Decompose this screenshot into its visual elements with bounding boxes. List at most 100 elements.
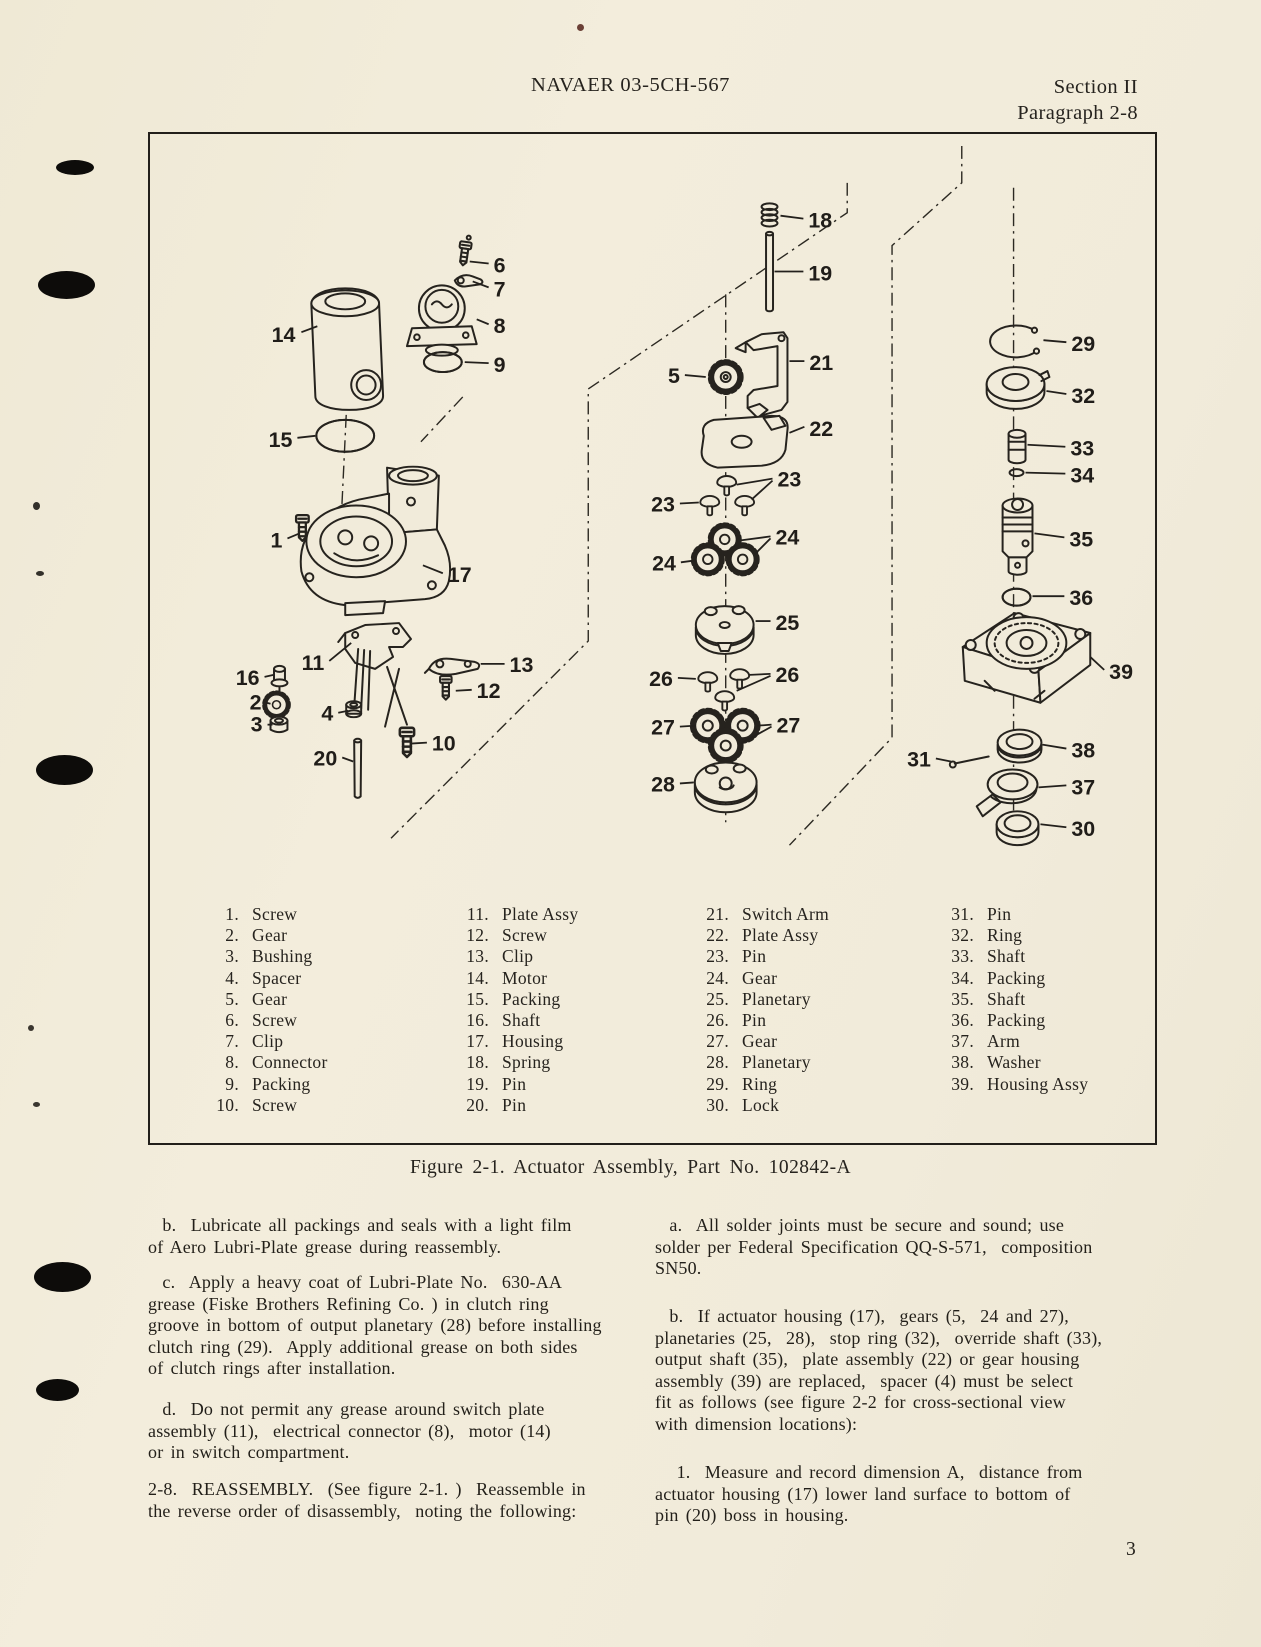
page-number: 3 <box>1126 1539 1136 1560</box>
callout-leader-29 <box>1043 339 1067 344</box>
parts-list-item: 38.Washer <box>951 1052 1041 1073</box>
parts-list-item: 39.Housing Assy <box>951 1073 1089 1094</box>
callout-leader-27 <box>757 723 772 727</box>
parts-list-item: 9.Packing <box>225 1073 311 1094</box>
part-housing-17 <box>299 465 452 617</box>
scan-speck <box>33 1102 40 1107</box>
callout-number-28: 28 <box>651 772 675 796</box>
parts-list-item: 17.Housing <box>466 1031 564 1052</box>
part-connector-8 <box>405 284 478 357</box>
callout-number-15: 15 <box>269 428 293 452</box>
callout-number-25: 25 <box>776 611 800 635</box>
callout-number-10: 10 <box>432 732 456 756</box>
part-lock-30 <box>995 810 1040 847</box>
parts-list-item: 35.Shaft <box>951 988 1026 1009</box>
parts-list-item: 36.Packing <box>951 1009 1046 1030</box>
parts-list-item: 8.Connector <box>225 1052 328 1073</box>
parts-list-item: 6.Screw <box>225 1009 298 1030</box>
part-bushing-3 <box>269 715 289 734</box>
callout-leader-27 <box>679 724 696 728</box>
callout-leader-35 <box>1034 532 1065 539</box>
part-clip-13 <box>423 657 481 676</box>
callout-number-29: 29 <box>1071 332 1095 356</box>
callout-leader-22 <box>789 426 805 434</box>
punch-mark <box>34 1262 91 1292</box>
parts-list-item: 15.Packing <box>466 988 561 1009</box>
callout-number-27: 27 <box>651 716 675 740</box>
part-housing-assy-39 <box>961 612 1092 704</box>
parts-list-item: 2.Gear <box>225 925 288 946</box>
paragraph-c-grease: c. Apply a heavy coat of Lubri-Plate No.… <box>148 1272 602 1378</box>
callout-number-35: 35 <box>1069 527 1093 551</box>
paragraph-a-solder: a. All solder joints must be secure and … <box>655 1215 1093 1278</box>
callout-leader-10 <box>410 741 427 745</box>
callout-leader-23 <box>736 477 773 486</box>
callout-leader-30 <box>1040 823 1067 829</box>
callout-leader-6 <box>469 260 489 265</box>
callout-leader-31 <box>935 757 951 763</box>
part-screw-12 <box>439 675 453 701</box>
callout-leader-28 <box>679 781 694 785</box>
callout-number-30: 30 <box>1071 817 1095 841</box>
callout-number-1: 1 <box>271 528 283 552</box>
punch-mark <box>56 160 94 175</box>
scan-speck <box>577 24 584 31</box>
callout-number-19: 19 <box>808 261 832 285</box>
parts-list-item: 19.Pin <box>466 1073 527 1094</box>
callout-number-27: 27 <box>777 714 801 738</box>
callout-number-12: 12 <box>477 679 501 703</box>
part-packing-36 <box>1001 587 1032 607</box>
part-spacer-4 <box>345 700 363 719</box>
figure-caption: Figure 2-1. Actuator Assembly, Part No. … <box>409 1157 852 1178</box>
parts-list-item: 22.Plate Assy <box>706 925 819 946</box>
part-screw-10 <box>398 726 416 759</box>
callout-leader-39 <box>1089 656 1105 671</box>
paragraph-1-measure: 1. Measure and record dimension A, dista… <box>655 1462 1083 1525</box>
callout-leader-7 <box>472 280 489 289</box>
callout-leader-23 <box>751 479 774 501</box>
callout-number-36: 36 <box>1069 586 1093 610</box>
callout-number-4: 4 <box>321 702 333 726</box>
callout-number-37: 37 <box>1071 775 1095 799</box>
part-plate-assy-11 <box>337 622 412 728</box>
callout-number-33: 33 <box>1070 437 1094 461</box>
callout-leader-17 <box>422 564 444 575</box>
callout-number-11: 11 <box>302 651 325 675</box>
paragraph-2-8-reassembly: 2-8. REASSEMBLY. (See figure 2-1. ) Reas… <box>148 1479 586 1521</box>
parts-list-item: 24.Gear <box>706 967 778 988</box>
callout-number-14: 14 <box>272 323 296 347</box>
parts-list-item: 11.Plate Assy <box>466 904 579 924</box>
paragraph-d-no-grease: d. Do not permit any grease around switc… <box>148 1399 551 1462</box>
part-gear-24 <box>728 545 756 573</box>
callout-number-21: 21 <box>809 351 833 375</box>
part-screw-1 <box>294 513 310 543</box>
parts-list-item: 14.Motor <box>466 967 548 988</box>
parts-list-item: 10.Screw <box>216 1094 298 1115</box>
callout-number-31: 31 <box>907 747 931 771</box>
callout-leader-11 <box>328 642 352 662</box>
callout-leader-14 <box>301 325 318 334</box>
part-pin-23 <box>716 475 738 497</box>
callout-leader-24 <box>753 537 772 555</box>
parts-list-item: 23.Pin <box>706 946 767 967</box>
parts-list-item: 34.Packing <box>951 967 1046 988</box>
callout-leader-26 <box>736 675 771 692</box>
callout-number-24: 24 <box>776 525 800 549</box>
callout-leader-1 <box>287 532 300 540</box>
parts-list-item: 3.Bushing <box>225 946 313 967</box>
callout-number-23: 23 <box>778 468 802 492</box>
callout-leader-26 <box>749 672 771 676</box>
parts-list-item: 7.Clip <box>225 1031 284 1052</box>
parts-list-item: 13.Clip <box>466 946 534 967</box>
part-plate-assy-22 <box>700 414 789 469</box>
callout-leader-9 <box>464 361 489 364</box>
parts-list-item: 25.Planetary <box>706 988 811 1009</box>
callout-number-39: 39 <box>1109 660 1133 684</box>
parts-list-item: 31.Pin <box>951 904 1012 924</box>
part-screw-6 <box>456 240 473 268</box>
part-planetary-25 <box>694 605 755 655</box>
callout-number-26: 26 <box>649 667 673 691</box>
callout-leader-23 <box>679 501 699 505</box>
